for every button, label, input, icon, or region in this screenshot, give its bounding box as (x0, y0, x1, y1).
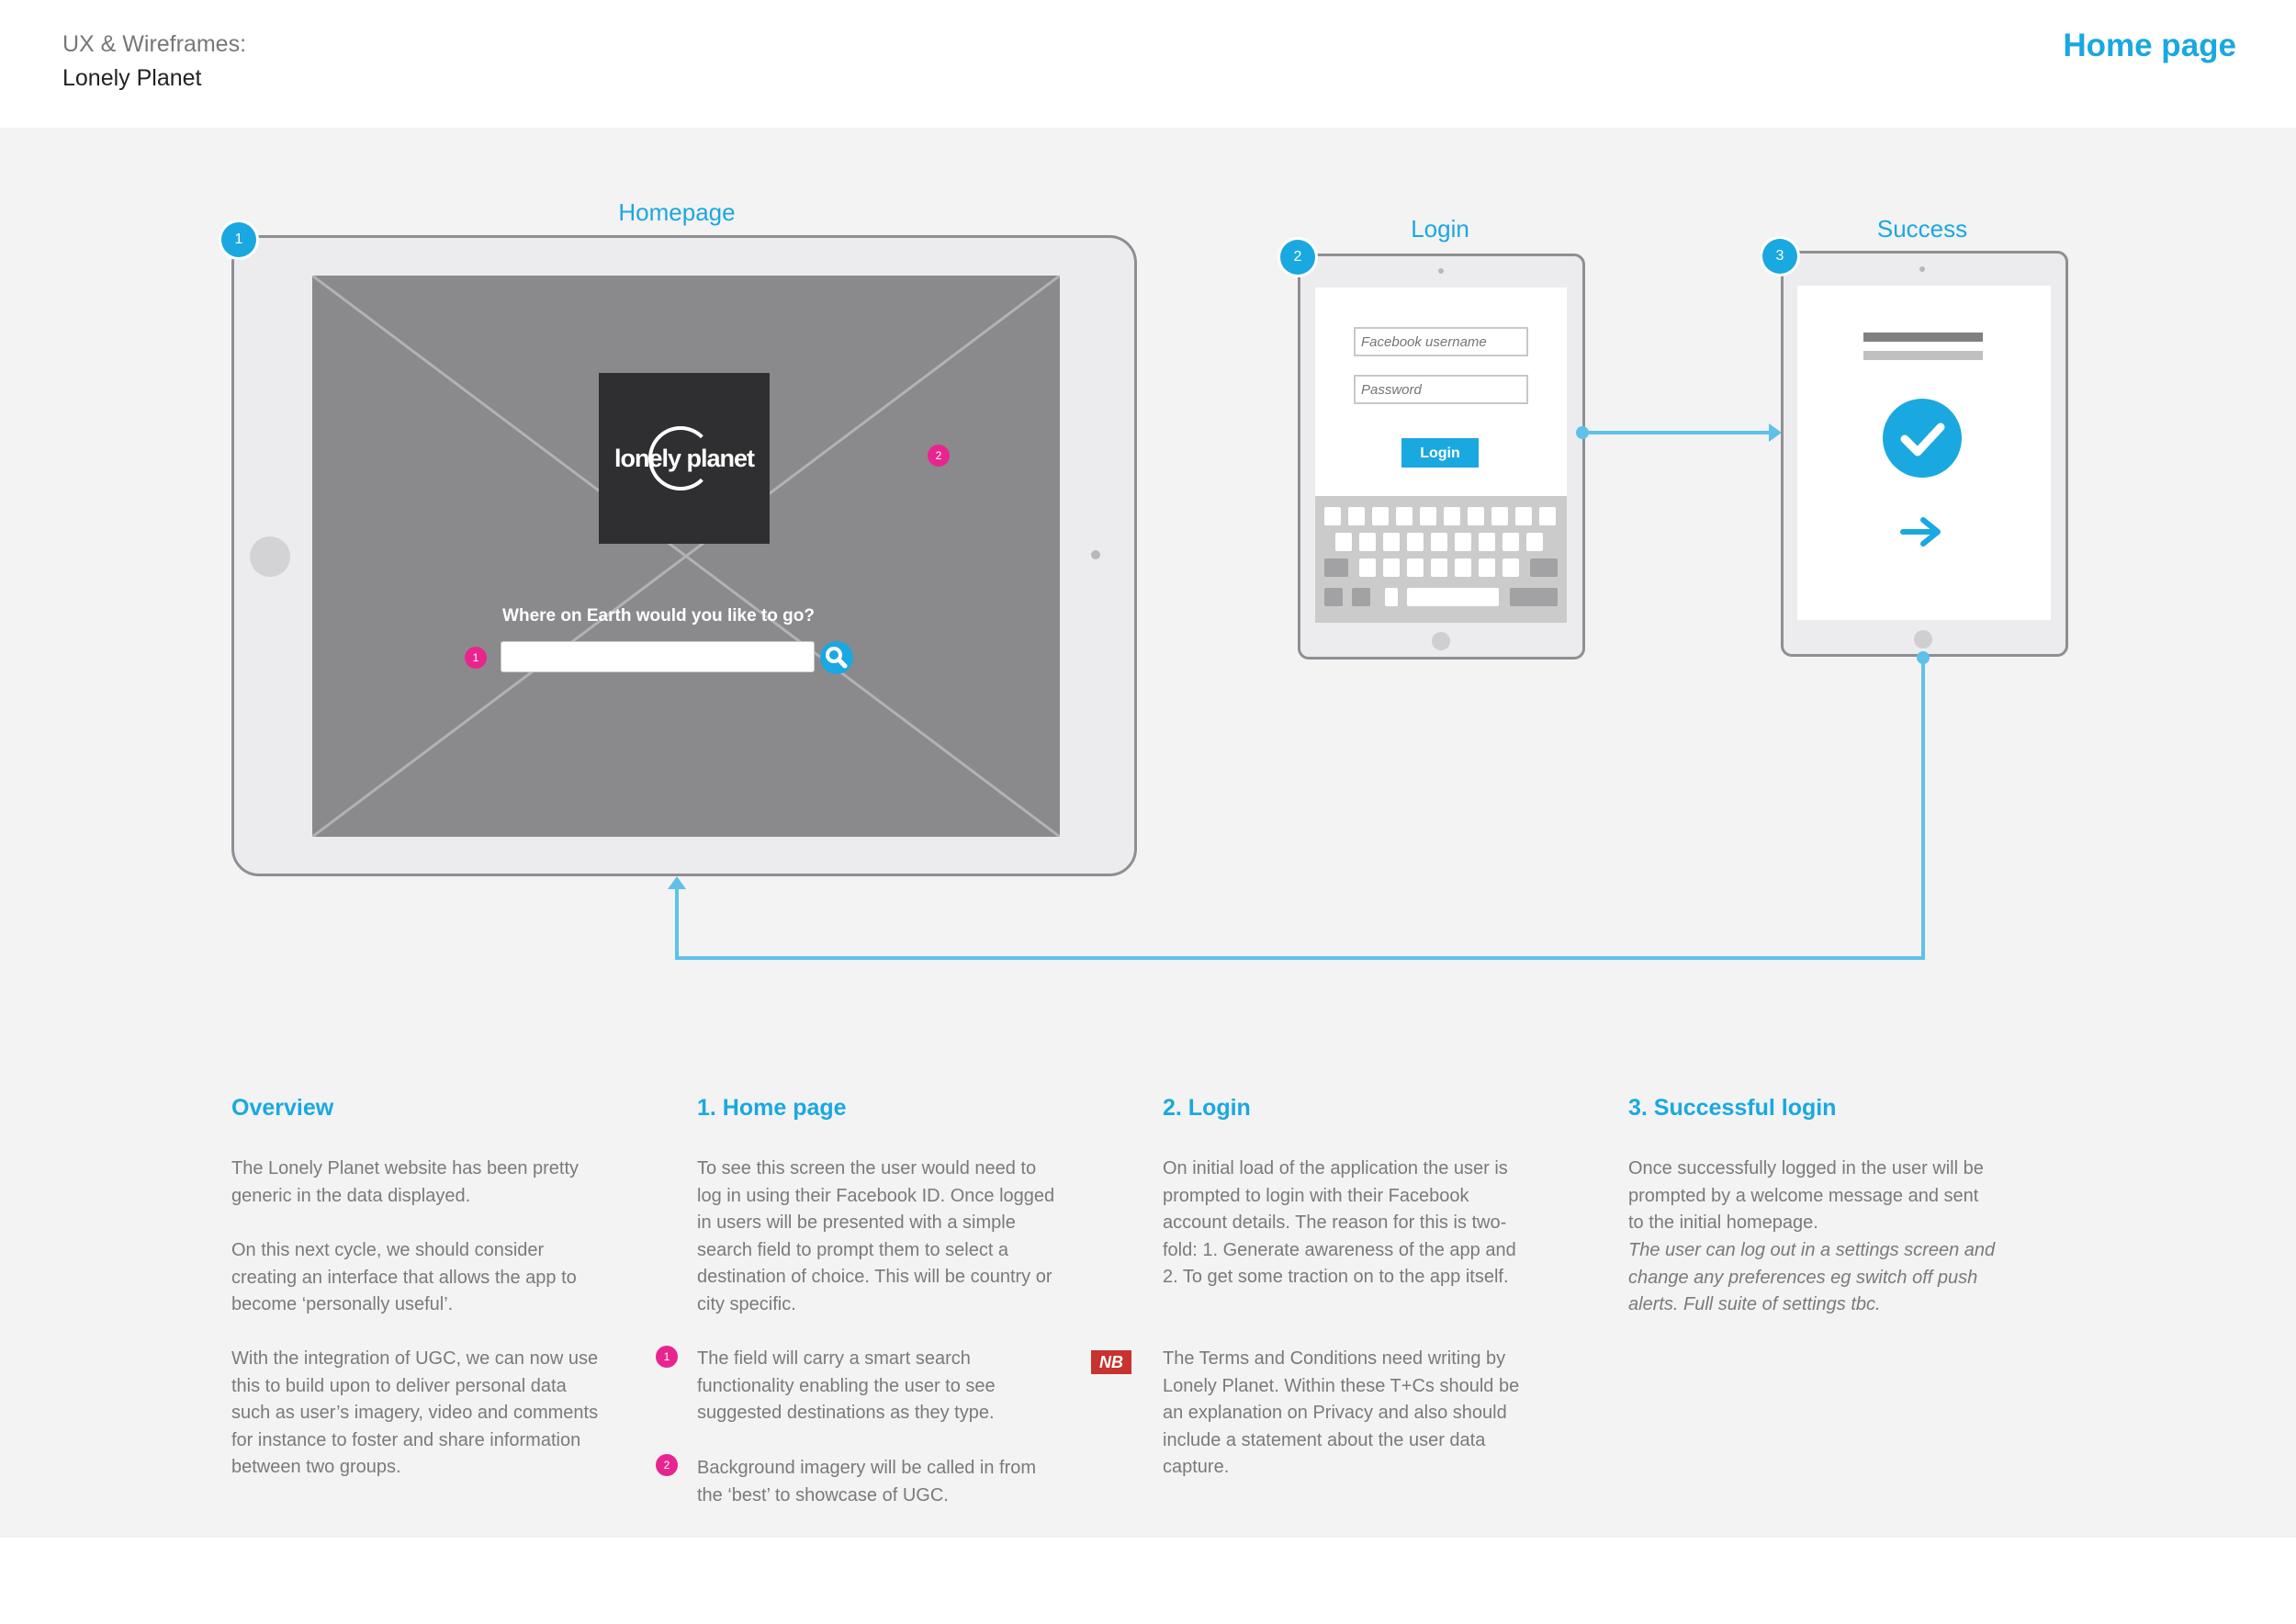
marker-background-note: 2 (656, 1454, 678, 1476)
search-icon (826, 647, 848, 669)
login-notes-paragraph-1: On initial load of the application the u… (1163, 1158, 1516, 1288)
home-notes-title: 1. Home page (697, 1095, 847, 1121)
home-notes-paragraph-3: Background imagery will be called in fro… (697, 1458, 1037, 1506)
login-button[interactable]: Login (1401, 438, 1479, 468)
overview-paragraph-3: With the integration of UGC, we can now … (231, 1348, 599, 1478)
success-notes-title: 3. Successful login (1628, 1095, 1837, 1121)
welcome-heading-placeholder (1863, 333, 1983, 342)
overview-paragraph-1: The Lonely Planet website has been prett… (231, 1158, 580, 1206)
overview-title: Overview (231, 1095, 334, 1121)
login-notes-title: 2. Login (1163, 1095, 1251, 1121)
logo-text: lonely planet (613, 445, 755, 472)
login-notes-column: 2. Login On initial load of the applicat… (1163, 1095, 1530, 1477)
home-notes-paragraph-2: The field will carry a smart search func… (697, 1348, 996, 1424)
background-image-placeholder (312, 276, 1060, 837)
step-badge-1: 1 (221, 222, 256, 257)
success-notes-paragraph-1: Once successfully logged in the user wil… (1628, 1158, 1984, 1234)
search-input[interactable] (501, 641, 815, 672)
header-subtitle: UX & Wireframes: (62, 31, 247, 57)
camera-dot (1919, 266, 1925, 272)
on-screen-keyboard (1315, 496, 1567, 623)
success-notes-paragraph-2: The user can log out in a settings scree… (1628, 1240, 1996, 1315)
lonely-planet-logo: lonely planet (599, 373, 770, 544)
checkmark-icon (1900, 423, 1945, 457)
camera-dot (1438, 268, 1444, 274)
home-button (250, 536, 290, 577)
arrow-right-icon[interactable] (1899, 514, 1945, 549)
home-notes-paragraph-1: To see this screen the user would need t… (697, 1158, 1055, 1314)
step-badge-3: 3 (1762, 239, 1797, 274)
success-check (1883, 399, 1962, 478)
home-button (1432, 632, 1450, 650)
welcome-text-placeholder (1863, 351, 1983, 360)
camera-dot (1091, 550, 1100, 559)
homepage-label: Homepage (618, 198, 736, 226)
marker-search-note: 1 (656, 1346, 678, 1368)
home-button (1914, 630, 1932, 648)
search-button[interactable] (820, 641, 853, 674)
search-prompt: Where on Earth would you like to go? (502, 606, 815, 626)
login-label: Login (1411, 215, 1469, 242)
overview-paragraph-2: On this next cycle, we should consider c… (231, 1240, 577, 1315)
overview-column: Overview The Lonely Planet website has b… (231, 1095, 599, 1477)
home-notes-column: 1. Home page To see this screen the user… (697, 1095, 1064, 1506)
step-badge-2: 2 (1280, 240, 1315, 275)
page-title: Home page (2063, 28, 2236, 63)
page-header: UX & Wireframes: Lonely Planet Home page (0, 0, 2296, 128)
password-field[interactable] (1354, 375, 1528, 404)
header-project: Lonely Planet (62, 65, 202, 91)
marker-background: 2 (928, 445, 950, 467)
nb-badge: NB (1091, 1350, 1131, 1374)
marker-search: 1 (465, 647, 487, 669)
login-notes-paragraph-2: The Terms and Conditions need writing by… (1163, 1348, 1520, 1478)
success-label: Success (1876, 215, 1968, 242)
success-notes-column: 3. Successful login Once successfully lo… (1628, 1095, 1996, 1314)
logo-ring-icon (648, 426, 713, 491)
facebook-username-field[interactable] (1354, 327, 1528, 356)
